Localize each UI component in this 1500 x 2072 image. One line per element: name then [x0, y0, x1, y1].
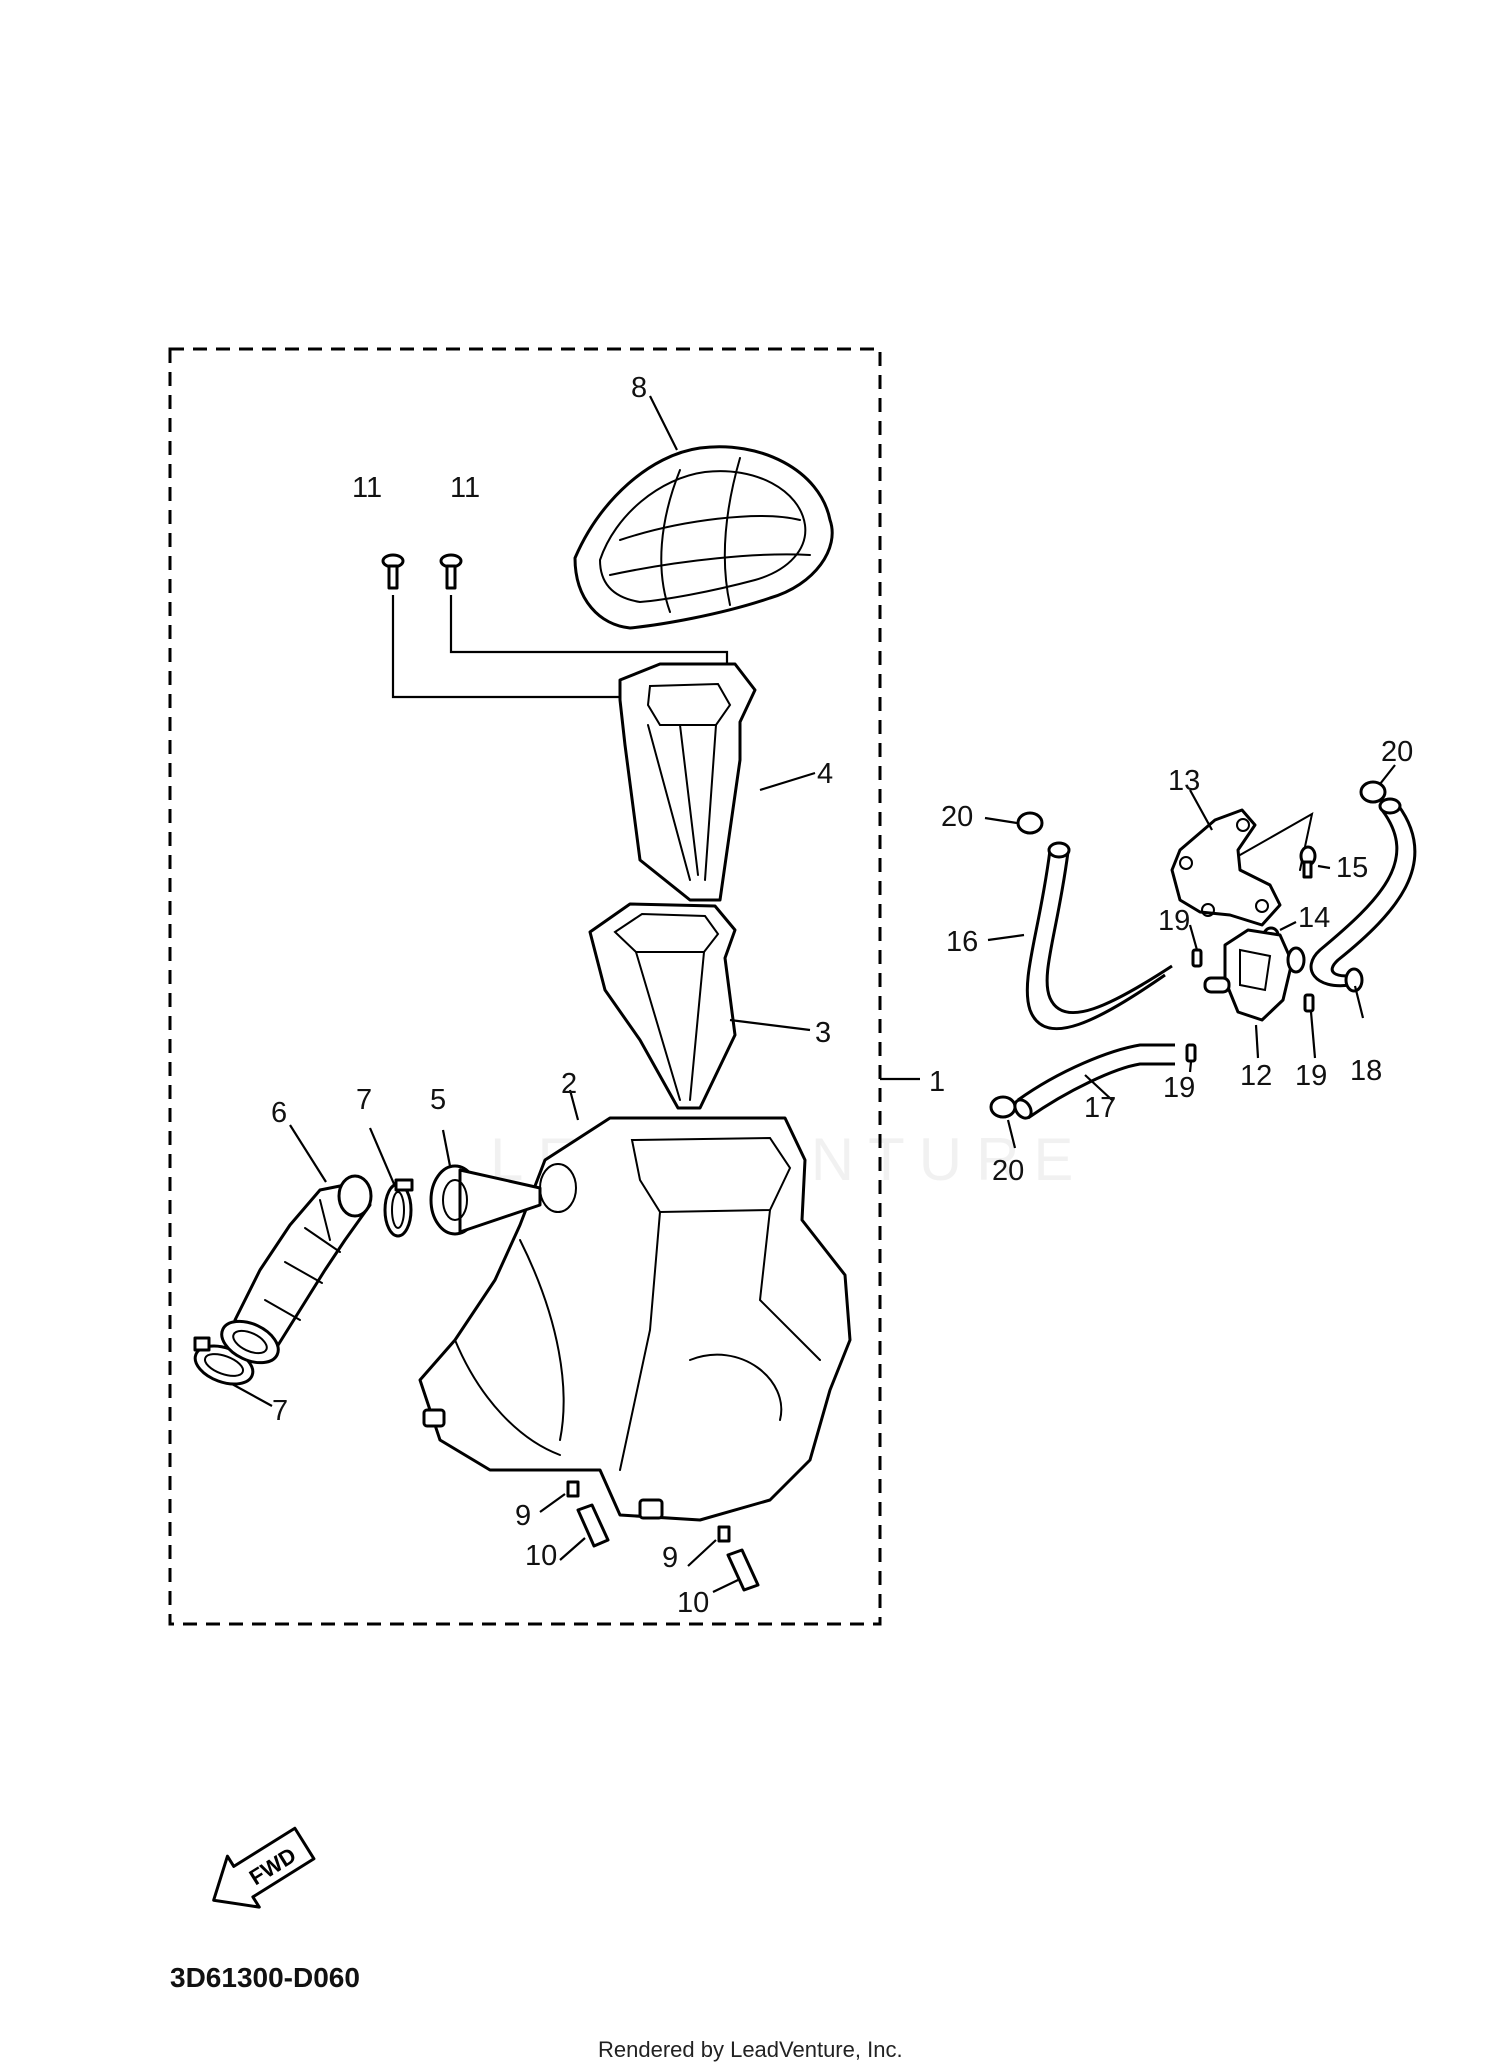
- callout-10-left: 10: [525, 1540, 557, 1572]
- leader-15: [1317, 864, 1331, 870]
- part-10-plug-left: [576, 1503, 610, 1548]
- callout-19-lower-left: 19: [1163, 1072, 1195, 1104]
- part-11-screw-right: [439, 553, 463, 590]
- leader-19-lower-right: [1309, 1011, 1317, 1059]
- leader-7-upper: [368, 1127, 396, 1185]
- part-20-cap-lower: [989, 1095, 1017, 1119]
- leader-11-right: [449, 595, 729, 670]
- leader-4: [759, 771, 816, 792]
- callout-17: 17: [1084, 1092, 1116, 1124]
- part-19-clip-upper: [1191, 948, 1203, 968]
- callout-16: 16: [946, 926, 978, 958]
- render-credit: Rendered by LeadVenture, Inc.: [598, 2037, 903, 2062]
- callout-13: 13: [1168, 765, 1200, 797]
- leader-17: [1084, 1074, 1113, 1101]
- part-19-clip-lower-right: [1303, 993, 1315, 1013]
- leader-20-upper-left: [984, 816, 1018, 825]
- callout-15: 15: [1336, 852, 1368, 884]
- assembly-boundary: [168, 347, 882, 1626]
- leader-18: [1353, 985, 1365, 1019]
- callout-2: 2: [561, 1068, 577, 1100]
- leader-14: [1279, 921, 1297, 931]
- part-17-hose: [1013, 1043, 1175, 1120]
- callout-20-right: 20: [1381, 736, 1413, 768]
- callout-19-lower-right: 19: [1295, 1060, 1327, 1092]
- callout-20-lower: 20: [992, 1155, 1024, 1187]
- callout-3: 3: [815, 1017, 831, 1049]
- leader-2: [568, 1089, 580, 1121]
- part-6-intake-hose: [220, 1174, 373, 1365]
- part-5-joint: [429, 1164, 542, 1236]
- part-7-clamp-upper: [383, 1178, 414, 1238]
- part-15-screw: [1299, 845, 1317, 879]
- callout-5: 5: [430, 1084, 446, 1116]
- part-19-clip-lower-left: [1185, 1043, 1197, 1063]
- part-16-hose: [1025, 841, 1173, 1031]
- callout-7-lower: 7: [272, 1395, 288, 1427]
- callout-6: 6: [271, 1097, 287, 1129]
- part-9-plug-left: [566, 1480, 580, 1498]
- part-4-element-guide: [618, 662, 757, 902]
- fwd-arrow-icon: FWD: [212, 1826, 316, 1909]
- leader-20-lower: [1006, 1119, 1017, 1149]
- callout-12: 12: [1240, 1060, 1272, 1092]
- callout-14: 14: [1298, 902, 1330, 934]
- leader-3: [729, 1018, 811, 1032]
- callout-18: 18: [1350, 1055, 1382, 1087]
- callout-20-upper-left: 20: [941, 801, 973, 833]
- callout-19-upper: 19: [1158, 905, 1190, 937]
- leader-19-lower-left: [1188, 1061, 1193, 1073]
- part-20-cap-upper-left: [1016, 811, 1044, 835]
- leader-9-right: [687, 1539, 717, 1567]
- part-12-valve: [1203, 928, 1306, 1022]
- leader-11-left: [391, 595, 661, 699]
- leader-6: [289, 1124, 327, 1183]
- callout-9-right: 9: [662, 1542, 678, 1574]
- leader-5: [441, 1129, 452, 1167]
- part-2-filter-case: [418, 1116, 852, 1522]
- leader-10-right: [712, 1579, 739, 1593]
- part-13-bracket: [1170, 808, 1314, 927]
- part-3-element: [588, 902, 737, 1110]
- leader-10-left: [559, 1537, 586, 1561]
- part-8-filter-cover: [573, 445, 834, 630]
- callout-1: 1: [929, 1066, 945, 1098]
- leader-16: [987, 933, 1025, 942]
- leader-20-right: [1379, 764, 1396, 785]
- callout-9-left: 9: [515, 1500, 531, 1532]
- leader-9-left: [539, 1493, 566, 1513]
- leader-8: [649, 395, 678, 451]
- leader-12: [1254, 1024, 1260, 1059]
- drawing-code: 3D61300-D060: [170, 1962, 360, 1993]
- callout-4: 4: [817, 758, 833, 790]
- leader-13: [1189, 789, 1213, 831]
- callout-11-left: 11: [352, 472, 382, 504]
- part-10-plug-right: [726, 1548, 760, 1592]
- part-11-screw-left: [381, 553, 405, 590]
- part-18-hose: [1309, 797, 1417, 993]
- part-9-plug-right: [717, 1525, 731, 1543]
- part-20-cap-right: [1359, 780, 1387, 804]
- callout-8: 8: [631, 372, 647, 404]
- callout-11-right: 11: [450, 472, 480, 504]
- callout-10-right: 10: [677, 1587, 709, 1619]
- leader-19-upper: [1188, 924, 1199, 951]
- leader-7-lower: [231, 1383, 273, 1407]
- callout-7-upper: 7: [356, 1084, 372, 1116]
